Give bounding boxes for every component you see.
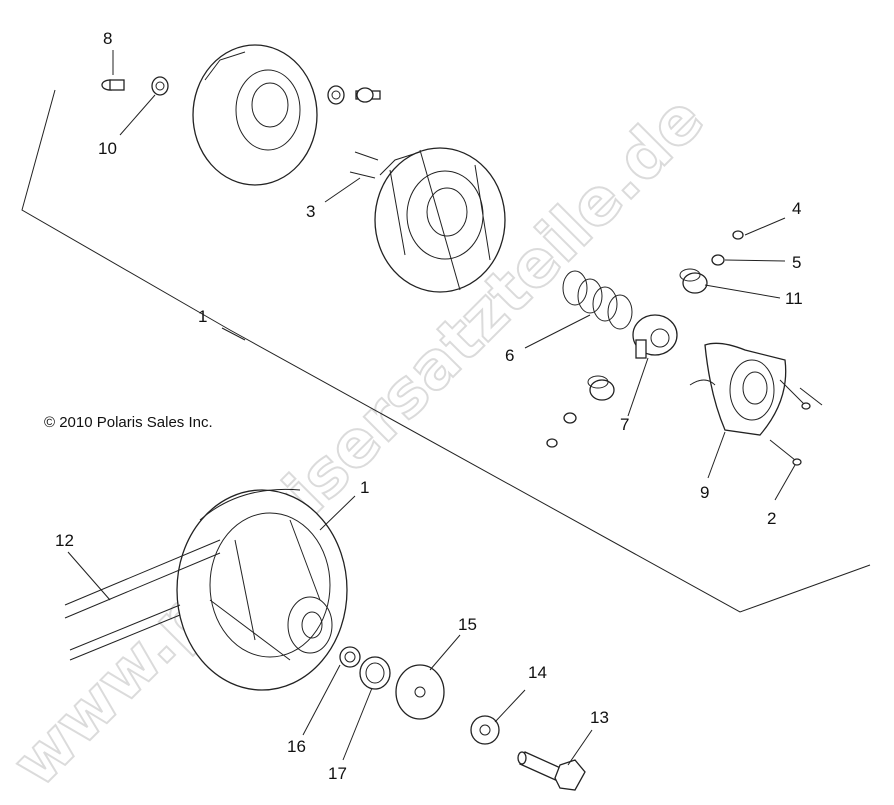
leader-lines <box>67 50 796 766</box>
spacer-part-17 <box>359 656 391 690</box>
copyright-text: © 2010 Polaris Sales Inc. <box>44 414 213 431</box>
callout-17: 17 <box>328 764 347 783</box>
roller-part-11-upper <box>679 268 708 294</box>
roller-lower <box>587 375 615 401</box>
fixed-sheave-upper <box>192 44 318 186</box>
watermark-text: www.polarisersatzteile.de <box>0 82 718 801</box>
callout-12: 12 <box>55 531 74 550</box>
spring-part-6 <box>562 270 633 330</box>
callout-14: 14 <box>528 663 547 682</box>
callout-3: 3 <box>306 202 315 221</box>
cover-part-9 <box>689 342 787 436</box>
callout-7: 7 <box>620 415 629 434</box>
bolts-part-2 <box>769 379 823 466</box>
pin-part-8 <box>101 79 125 91</box>
spider-part-7 <box>632 314 678 359</box>
washer-part-14 <box>470 715 500 745</box>
callout-6: 6 <box>505 346 514 365</box>
callout-4: 4 <box>792 199 801 218</box>
callout-13: 13 <box>590 708 609 727</box>
callout-2: 2 <box>767 509 776 528</box>
drive-belt-part-12 <box>64 539 221 661</box>
callout-1-bottom: 1 <box>360 478 369 497</box>
callout-15: 15 <box>458 615 477 634</box>
callout-16: 16 <box>287 737 306 756</box>
bushing-part-10 <box>151 76 169 96</box>
drive-clutch-assembly <box>176 488 348 691</box>
callout-9: 9 <box>700 483 709 502</box>
callout-5: 5 <box>792 253 801 272</box>
moveable-sheave-part-3 <box>349 147 506 293</box>
callout-1-top: 1 <box>198 307 207 326</box>
assembly-bracket <box>21 89 871 613</box>
callout-11: 11 <box>785 289 803 308</box>
washer-part-15 <box>395 664 445 720</box>
washer-part-16 <box>339 646 361 668</box>
bolt-part-13 <box>517 751 586 791</box>
bushing-right <box>327 85 381 105</box>
callout-10: 10 <box>98 139 117 158</box>
callout-8: 8 <box>103 29 112 48</box>
washers-part-4-5 <box>546 230 744 448</box>
